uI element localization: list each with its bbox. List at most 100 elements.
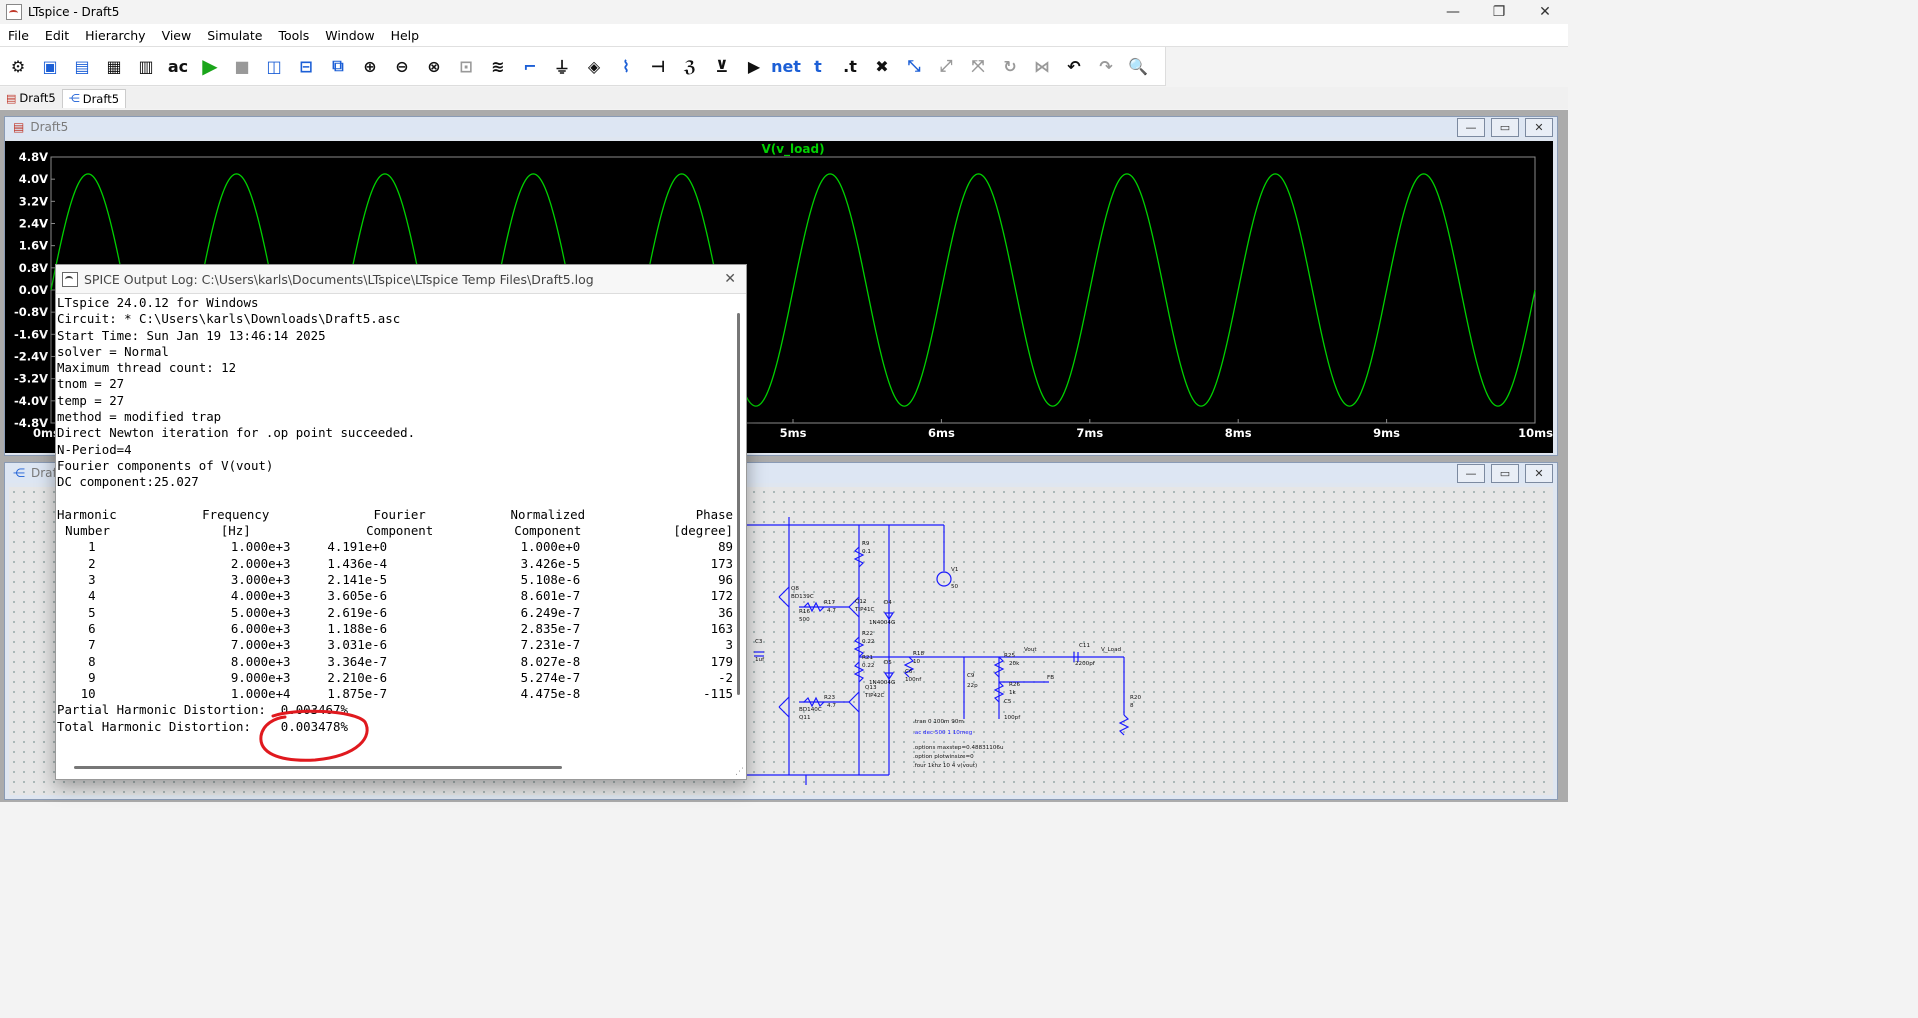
text-icon[interactable]: t	[814, 56, 822, 76]
tab-schematic[interactable]: ⋲ Draft5	[61, 88, 127, 108]
r20-label: R20	[1130, 695, 1141, 701]
waveform-icon: ▤	[6, 91, 17, 105]
cascade-icon[interactable]: ⧉	[332, 56, 344, 75]
drag-icon[interactable]: ⤧	[971, 56, 985, 75]
log-line: Circuit: * C:\Users\karls\Downloads\Draf…	[57, 311, 401, 327]
redo-icon[interactable]: ↷	[1099, 56, 1113, 76]
menu-window[interactable]: Window	[325, 27, 375, 43]
tab-waveform[interactable]: ▤ Draft5	[0, 89, 62, 107]
log-cell: Frequency	[202, 506, 270, 522]
delete-icon[interactable]: ✖	[875, 56, 889, 76]
log-cell: 8.601e-7	[520, 588, 581, 604]
zoom-out-icon[interactable]: ⊖	[395, 56, 409, 76]
log-cell: 96	[718, 572, 733, 588]
component-icon[interactable]: ▶	[747, 56, 761, 76]
q11-part: BD140C	[799, 707, 822, 713]
log-horizontal-scrollbar[interactable]	[74, 766, 562, 769]
print-icon[interactable]: ▥	[138, 56, 154, 76]
ac-control-panel-icon[interactable]: ac	[167, 56, 189, 76]
move-icon[interactable]: ⤢	[939, 56, 953, 75]
new-schematic-icon[interactable]: ▣	[42, 56, 58, 76]
schematic-icon: ⋲	[68, 92, 80, 105]
autoscale-icon[interactable]: ≋	[491, 56, 505, 76]
ground-icon[interactable]: ⏚	[553, 58, 570, 77]
label-net-icon[interactable]: ◈	[587, 56, 601, 76]
log-vertical-scrollbar[interactable]	[737, 313, 740, 695]
save-icon[interactable]: ▦	[106, 56, 122, 76]
mirror-icon[interactable]: ⋈	[1034, 56, 1050, 76]
window-title: LTspice - Draft5	[28, 5, 120, 19]
directive-options2: .option plotwinsize=0	[913, 754, 974, 760]
log-cell: Harmonic	[57, 506, 117, 522]
spice-directive-icon[interactable]: .t	[843, 56, 857, 76]
zoom-fit-icon[interactable]: ⊗	[427, 56, 441, 76]
halt-icon[interactable]: ■	[234, 56, 250, 76]
undo-icon[interactable]: ↶	[1067, 56, 1081, 76]
r9-value: 0.1	[862, 549, 871, 555]
restore-button[interactable]: ❐	[1492, 4, 1506, 20]
zoom-full-icon[interactable]: ⊡	[459, 56, 473, 76]
y-tick-label: -4.0V	[14, 394, 48, 408]
log-cell: 173	[710, 555, 733, 571]
close-button[interactable]: ✕	[1539, 4, 1551, 20]
menu-view[interactable]: View	[161, 27, 192, 43]
menu-edit[interactable]: Edit	[44, 27, 70, 43]
resize-grip-icon[interactable]: ⋰	[735, 767, 744, 777]
capacitor-icon[interactable]: ⊣	[650, 56, 666, 76]
r25-value: 20k	[1009, 661, 1020, 667]
zoom-in-icon[interactable]: ⊕	[363, 56, 377, 76]
log-cell: 1.436e-4	[327, 555, 388, 571]
log-cell: [Hz]	[220, 523, 251, 539]
tile-vertical-icon[interactable]: ◫	[266, 56, 282, 76]
x-tick-label: 0ms	[33, 426, 60, 440]
schematic-drawing[interactable]: Q8BD139CR16500R174.7Q12TIP41CD41N4004GR9…	[9, 487, 1553, 795]
menu-hierarchy[interactable]: Hierarchy	[85, 27, 146, 43]
log-cell: 3.364e-7	[327, 653, 388, 669]
document-tabs: ▤ Draft5 ⋲ Draft5	[0, 87, 1568, 109]
inductor-icon[interactable]: ℨ	[683, 56, 697, 76]
menu-help[interactable]: Help	[390, 27, 420, 43]
waveform-window-controls: — ▭ ✕	[1457, 118, 1553, 137]
tab-schematic-label: Draft5	[82, 91, 120, 106]
r16-value: 500	[799, 617, 810, 623]
draw-wire-icon[interactable]: ⌐	[523, 56, 537, 76]
waveform-minimize-button[interactable]: —	[1457, 118, 1485, 137]
schematic-minimize-button[interactable]: —	[1457, 464, 1485, 483]
open-icon[interactable]: ▤	[74, 56, 90, 76]
partial-thd-line: Partial Harmonic Distortion: 0.003467%	[57, 702, 348, 718]
schematic-maximize-button[interactable]: ▭	[1491, 464, 1519, 483]
gear-icon[interactable]: ⚙	[10, 56, 26, 76]
diode-icon[interactable]: ⊻	[715, 56, 729, 76]
duplicate-icon[interactable]: ⤡	[907, 56, 921, 75]
run-icon[interactable]: ▶	[202, 54, 218, 78]
log-cell: 3	[725, 637, 733, 653]
menu-simulate[interactable]: Simulate	[207, 27, 263, 43]
log-cell: 5.274e-7	[520, 669, 581, 685]
menu-tools[interactable]: Tools	[278, 27, 310, 43]
minimize-button[interactable]: —	[1446, 4, 1460, 20]
log-line: Maximum thread count: 12	[57, 360, 237, 376]
c11-value: 2200pf	[1075, 661, 1096, 667]
menu-file[interactable]: File	[8, 27, 29, 43]
waveform-maximize-button[interactable]: ▭	[1491, 118, 1519, 137]
log-dialog-icon	[62, 271, 78, 287]
tile-horizontal-icon[interactable]: ⊟	[299, 56, 313, 76]
y-tick-label: -4.8V	[14, 416, 48, 430]
trace-label: V(v_load)	[761, 142, 824, 157]
waveform-close-button[interactable]: ✕	[1525, 118, 1553, 137]
r17-label: R17	[824, 600, 835, 606]
log-dialog-close-button[interactable]: ✕	[724, 271, 736, 287]
find-icon[interactable]: 🔍	[1128, 56, 1148, 76]
log-cell: 3.000e+3	[230, 572, 291, 588]
schematic-close-button[interactable]: ✕	[1525, 464, 1553, 483]
netlist-icon[interactable]: net	[771, 56, 801, 76]
log-cell: 8.027e-8	[520, 653, 581, 669]
resistor-icon[interactable]: ⌇	[622, 56, 630, 76]
rotate-icon[interactable]: ↻	[1003, 56, 1017, 76]
